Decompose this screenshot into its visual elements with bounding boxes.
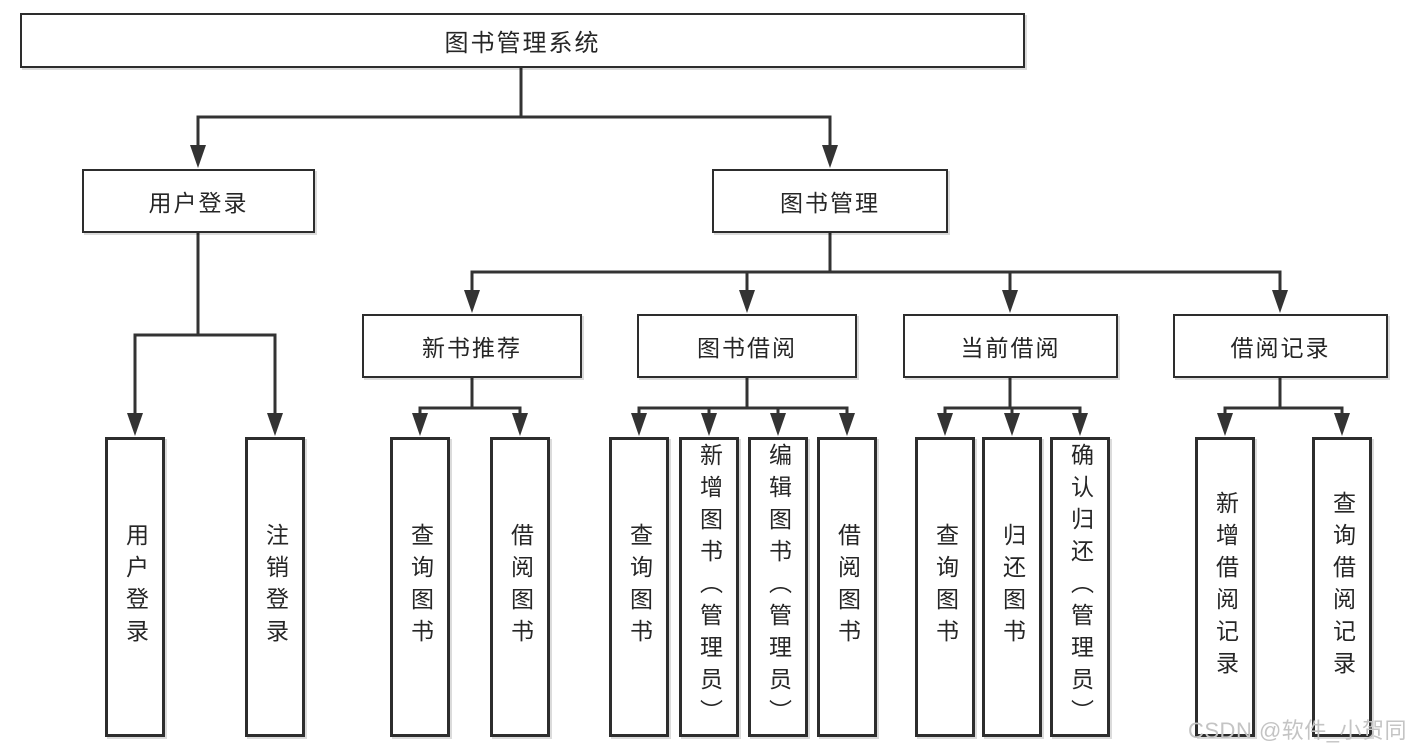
arrow-to-leaf-6 bbox=[701, 413, 717, 436]
leaf-borrow-books-recommend-label: 借阅图书 bbox=[507, 523, 534, 651]
leaf-edit-book-admin-label: 编辑图书（管理员） bbox=[765, 443, 792, 731]
leaf-query-books-current-label: 查询图书 bbox=[932, 523, 959, 651]
node-borrow-records: 借阅记录 bbox=[1173, 314, 1388, 378]
node-current-borrow: 当前借阅 bbox=[903, 314, 1118, 378]
leaf-query-borrow-record: 查询借阅记录 bbox=[1312, 437, 1372, 737]
node-book-borrow: 图书借阅 bbox=[637, 314, 857, 378]
leaf-add-book-admin-label: 新增图书（管理员） bbox=[696, 443, 723, 731]
connector-current-borrow-branch bbox=[943, 376, 1082, 415]
arrow-to-book-borrow bbox=[739, 290, 755, 313]
leaf-query-books-borrow-label: 查询图书 bbox=[626, 523, 653, 651]
arrow-to-user-login bbox=[190, 145, 206, 168]
leaf-logout: 注销登录 bbox=[245, 437, 305, 737]
leaf-logout-label: 注销登录 bbox=[262, 523, 289, 651]
arrow-to-borrow-records bbox=[1272, 290, 1288, 313]
leaf-confirm-return-admin-label: 确认归还（管理员） bbox=[1067, 443, 1094, 731]
leaf-borrow-books-recommend: 借阅图书 bbox=[490, 437, 550, 737]
leaf-return-books: 归还图书 bbox=[982, 437, 1042, 737]
leaf-borrow-books-label: 借阅图书 bbox=[834, 523, 861, 651]
connector-root-branch bbox=[196, 66, 832, 148]
arrow-to-leaf-10 bbox=[1004, 413, 1020, 436]
node-book-management: 图书管理 bbox=[712, 169, 948, 233]
watermark: CSDN @软件_小贺同学 bbox=[1188, 718, 1405, 743]
arrow-to-leaf-5 bbox=[631, 413, 647, 436]
arrow-to-leaf-8 bbox=[839, 413, 855, 436]
node-new-book-recommend: 新书推荐 bbox=[362, 314, 582, 378]
arrow-to-leaf-9 bbox=[937, 413, 953, 436]
connector-new-book-branch bbox=[418, 376, 522, 415]
node-root: 图书管理系统 bbox=[20, 13, 1025, 68]
arrow-to-leaf-12 bbox=[1217, 413, 1233, 436]
arrow-to-leaf-7 bbox=[770, 413, 786, 436]
leaf-add-book-admin: 新增图书（管理员） bbox=[679, 437, 739, 737]
leaf-return-books-label: 归还图书 bbox=[999, 523, 1026, 651]
node-borrow-records-label: 借阅记录 bbox=[1230, 335, 1331, 361]
node-current-borrow-label: 当前借阅 bbox=[960, 335, 1061, 361]
connector-book-management-branch bbox=[470, 231, 1282, 292]
leaf-add-borrow-record-label: 新增借阅记录 bbox=[1212, 491, 1239, 683]
leaf-query-books-borrow: 查询图书 bbox=[609, 437, 669, 737]
leaf-user-login-label: 用户登录 bbox=[122, 523, 149, 651]
connector-book-borrow-branch bbox=[637, 376, 849, 415]
leaf-query-borrow-record-label: 查询借阅记录 bbox=[1329, 491, 1356, 683]
arrow-to-current-borrow bbox=[1002, 290, 1018, 313]
arrow-to-book-management bbox=[822, 145, 838, 168]
leaf-edit-book-admin: 编辑图书（管理员） bbox=[748, 437, 808, 737]
arrow-to-leaf-2 bbox=[267, 413, 283, 436]
node-new-book-recommend-label: 新书推荐 bbox=[422, 335, 522, 361]
arrow-to-leaf-11 bbox=[1072, 413, 1088, 436]
arrow-to-leaf-1 bbox=[127, 413, 143, 436]
leaf-query-books-recommend: 查询图书 bbox=[390, 437, 450, 737]
node-book-management-label: 图书管理 bbox=[780, 190, 880, 216]
arrow-to-leaf-13 bbox=[1334, 413, 1350, 436]
node-book-borrow-label: 图书借阅 bbox=[697, 335, 797, 361]
leaf-query-books-current: 查询图书 bbox=[915, 437, 975, 737]
leaf-query-books-recommend-label: 查询图书 bbox=[407, 523, 434, 651]
leaf-confirm-return-admin: 确认归还（管理员） bbox=[1050, 437, 1110, 737]
connector-user-login-branch bbox=[133, 231, 277, 414]
leaf-add-borrow-record: 新增借阅记录 bbox=[1195, 437, 1255, 737]
node-root-label: 图书管理系统 bbox=[444, 30, 601, 57]
node-user-login: 用户登录 bbox=[82, 169, 315, 233]
leaf-user-login: 用户登录 bbox=[105, 437, 165, 737]
connector-borrow-records-branch bbox=[1223, 376, 1344, 415]
arrow-to-new-book-recommend bbox=[464, 290, 480, 313]
arrow-to-leaf-3 bbox=[412, 413, 428, 436]
arrow-to-leaf-4 bbox=[512, 413, 528, 436]
node-user-login-label: 用户登录 bbox=[148, 190, 249, 216]
leaf-borrow-books: 借阅图书 bbox=[817, 437, 877, 737]
